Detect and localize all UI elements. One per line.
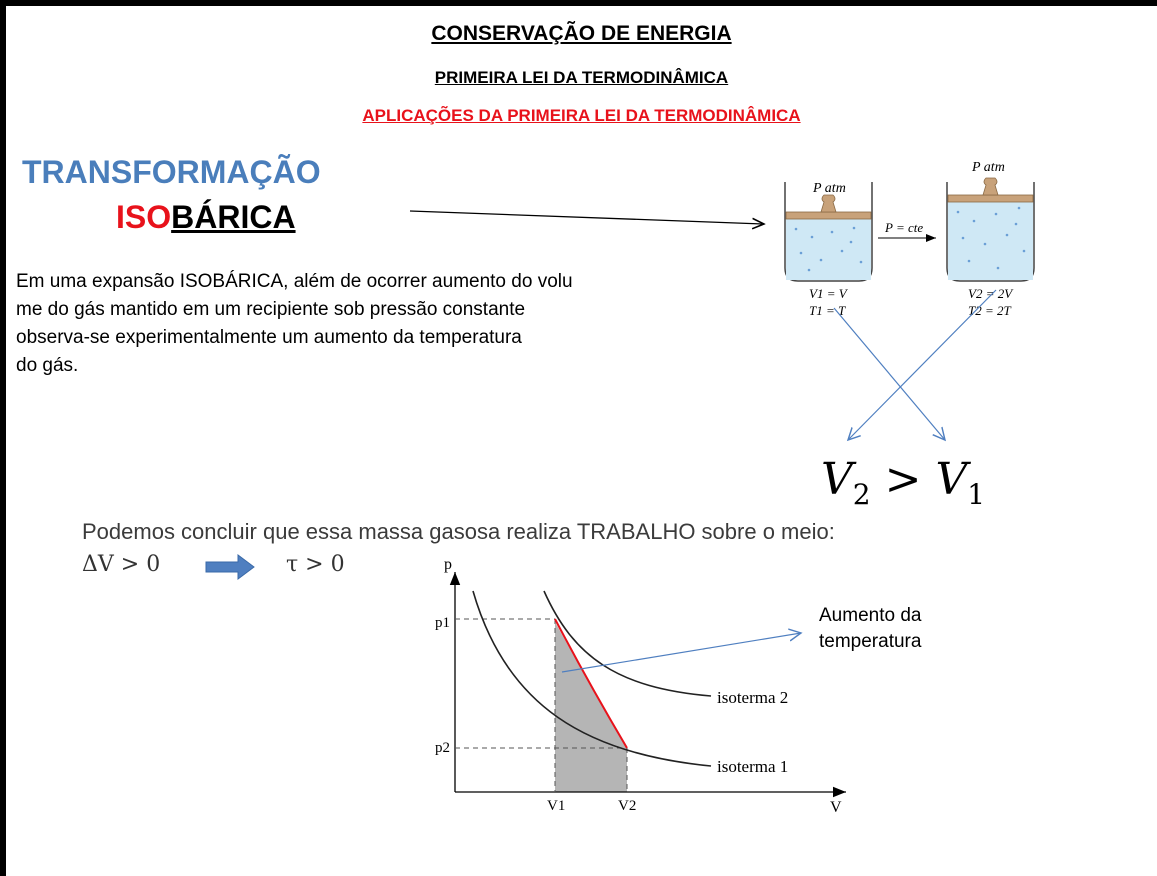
t1-eq-label: T1 = T [809,303,846,318]
cross-arrow-1 [833,307,945,440]
delta-v-expression: ΔV > 0 [82,552,161,577]
diagram-overlay: P atm P = cte P atm V1 = V T1 = T V2 = 2… [205,160,1035,816]
t2-eq-label: T2 = 2T [968,303,1012,318]
p2-label: p2 [435,740,450,756]
p1-label: p1 [435,615,450,631]
annotation-label: Aumento da temperatura [819,605,922,652]
paragraph-line: Em uma expansão ISOBÁRICA, além de ocorr… [16,271,573,292]
isotherm-1-label: isoterma 1 [717,757,788,776]
paragraph-line: me do gás mantido em um recipiente sob p… [16,299,526,320]
slide-subtitle: PRIMEIRA LEI DA TERMODINÂMICA [434,68,729,87]
topic-prefix: ISO [116,199,172,235]
paragraph-line: observa-se experimentalmente um aumento … [16,327,522,348]
cross-arrow-2 [848,289,997,440]
y-axis-label: p [444,556,452,573]
pv-graph: p V p1 p2 V1 V2 isoterma 2 isoterma 1 [435,556,846,816]
volume-inequality: V2 > V1 [821,454,986,511]
isobaric-path [554,618,628,749]
annotation-arrow [561,633,801,673]
slide: CONSERVAÇÃO DE ENERGIA PRIMEIRA LEI DA T… [6,6,1157,876]
topic-title: TRANSFORMAÇÃO [22,154,321,190]
p-const-label: P = cte [884,220,923,235]
cylinder-before [784,182,873,282]
cylinder-after [946,177,1035,282]
x-axis-label: V [830,799,842,816]
v1-eq-label: V1 = V [809,286,849,301]
topic-subtitle: ISOBÁRICA [116,199,296,236]
p-atm-label-2: P atm [971,160,1005,175]
work-expression: τ > 0 [286,552,345,577]
pointer-arrow [409,210,764,224]
description-paragraph: Em uma expansão ISOBÁRICA, além de ocorr… [16,268,776,380]
isotherm-2-label: isoterma 2 [717,688,788,707]
isotherm-1 [472,590,712,767]
v2-eq-label: V2 = 2V [968,286,1014,301]
implies-arrow [205,554,255,580]
topic-suffix: BÁRICA [171,199,296,235]
paragraph-line: do gás. [16,355,79,376]
work-area [555,622,627,792]
conclusion-text: Podemos concluir que essa massa gasosa r… [82,519,835,544]
section-heading: APLICAÇÕES DA PRIMEIRA LEI DA TERMODINÂM… [362,106,801,125]
v1-label: V1 [547,798,565,814]
slide-title: CONSERVAÇÃO DE ENERGIA [431,22,732,45]
p-atm-label-1: P atm [812,181,846,196]
v2-label: V2 [618,798,636,814]
